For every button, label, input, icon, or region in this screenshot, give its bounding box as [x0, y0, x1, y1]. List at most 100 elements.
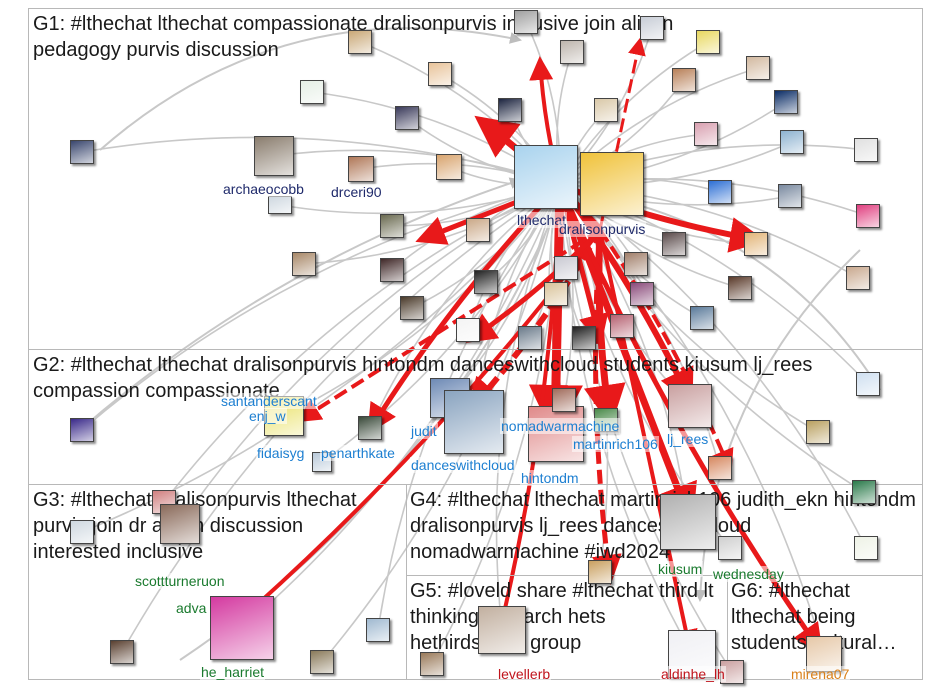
- avatar-node-63[interactable]: [310, 650, 334, 674]
- avatar-node-15[interactable]: [560, 40, 584, 64]
- gray-edge-sweep-a: [99, 27, 522, 151]
- gray-edge-60: [179, 184, 562, 525]
- avatar-node-40[interactable]: [456, 318, 480, 342]
- avatar-node-37[interactable]: [630, 282, 654, 306]
- label-santanderscant: santanderscant: [220, 393, 318, 409]
- avatar-node-34[interactable]: [554, 256, 578, 280]
- avatar-node-0[interactable]: [514, 145, 578, 209]
- label-wednesday: wednesday: [712, 566, 785, 582]
- avatar-node-70[interactable]: [478, 606, 526, 654]
- avatar-node-48[interactable]: [552, 388, 576, 412]
- avatar-node-6[interactable]: [300, 80, 324, 104]
- label-judith: judit: [410, 423, 438, 439]
- red-edge-18: [465, 228, 602, 343]
- label-hintondm: hintondm: [520, 470, 580, 486]
- avatar-node-28[interactable]: [728, 276, 752, 300]
- avatar-node-22[interactable]: [70, 140, 94, 164]
- avatar-node-39[interactable]: [400, 296, 424, 320]
- avatar-node-26[interactable]: [744, 232, 768, 256]
- label-kiusum: kiusum: [657, 561, 704, 577]
- group-panel-g5: G5: #loveld share #lthechat third lt thi…: [406, 575, 728, 680]
- gray-edge-73: [558, 183, 825, 655]
- label-he-harriet: he_harriet: [200, 664, 266, 680]
- avatar-node-7[interactable]: [395, 106, 419, 130]
- label-lthechat: lthechat: [516, 212, 568, 228]
- avatar-node-35[interactable]: [624, 252, 648, 276]
- label-lj-rees: lj_rees: [666, 431, 710, 447]
- avatar-node-60[interactable]: [160, 504, 200, 544]
- avatar-node-33[interactable]: [474, 270, 498, 294]
- avatar-node-18[interactable]: [774, 90, 798, 114]
- gray-edge-sweep-d: [79, 177, 522, 431]
- avatar-node-19[interactable]: [694, 122, 718, 146]
- group-title-g2: G2: #lthechat lthechat dralisonpurvis hi…: [33, 354, 813, 402]
- avatar-node-41[interactable]: [518, 326, 542, 350]
- label-nomadwarmachine: nomadwarmachine: [500, 418, 621, 434]
- avatar-node-5[interactable]: [436, 154, 462, 180]
- avatar-node-32[interactable]: [380, 258, 404, 282]
- avatar-node-1[interactable]: [580, 152, 644, 216]
- group-panel-g1: G1: #lthechat lthechat compassionate dra…: [28, 8, 923, 350]
- avatar-node-50[interactable]: [668, 384, 712, 428]
- group-title-g5: G5: #loveld share #lthechat third lt thi…: [410, 580, 714, 654]
- avatar-node-25[interactable]: [856, 204, 880, 228]
- gray-edge-sweep-b: [618, 196, 881, 391]
- group-title-g1: G1: #lthechat lthechat compassionate dra…: [33, 13, 674, 61]
- avatar-node-9[interactable]: [498, 98, 522, 122]
- avatar-node-30[interactable]: [466, 218, 490, 242]
- avatar-node-44[interactable]: [690, 306, 714, 330]
- avatar-node-24[interactable]: [778, 184, 802, 208]
- avatar-node-17[interactable]: [746, 56, 770, 80]
- avatar-node-10[interactable]: [514, 10, 538, 34]
- avatar-node-16[interactable]: [672, 68, 696, 92]
- avatar-node-21[interactable]: [854, 138, 878, 162]
- red-edge-4: [296, 228, 602, 423]
- label-drceri90: drceri90: [330, 184, 383, 200]
- label-levellerb: levellerb: [497, 666, 552, 682]
- avatar-node-54[interactable]: [70, 418, 94, 442]
- avatar-node-62[interactable]: [110, 640, 134, 664]
- avatar-node-65[interactable]: [660, 494, 716, 550]
- avatar-node-14[interactable]: [348, 30, 372, 54]
- group-panel-g2: G2: #lthechat lthechat dralisonpurvis hi…: [28, 349, 923, 485]
- label-aldinhe-lh: aldinhe_lh: [660, 666, 726, 682]
- avatar-node-69[interactable]: [854, 536, 878, 560]
- avatar-node-11[interactable]: [594, 98, 618, 122]
- avatar-node-8[interactable]: [428, 62, 452, 86]
- avatar-node-13[interactable]: [696, 30, 720, 54]
- avatar-node-36[interactable]: [662, 232, 686, 256]
- avatar-node-59[interactable]: [70, 520, 94, 544]
- label-danceswithcloud: danceswithcloud: [410, 457, 516, 473]
- avatar-node-47[interactable]: [528, 406, 584, 462]
- gray-edge-58: [163, 184, 562, 503]
- avatar-node-57[interactable]: [708, 456, 732, 480]
- avatar-node-2[interactable]: [254, 136, 294, 176]
- label-martinrich106: martinrich106: [572, 436, 659, 452]
- avatar-node-61[interactable]: [210, 596, 274, 660]
- avatar-node-23[interactable]: [708, 180, 732, 204]
- avatar-node-68[interactable]: [852, 480, 876, 504]
- avatar-node-4[interactable]: [348, 156, 374, 182]
- avatar-node-31[interactable]: [292, 252, 316, 276]
- avatar-node-55[interactable]: [856, 372, 880, 396]
- avatar-node-42[interactable]: [572, 326, 596, 350]
- avatar-node-67[interactable]: [588, 560, 612, 584]
- avatar-node-27[interactable]: [846, 266, 870, 290]
- avatar-node-43[interactable]: [610, 314, 634, 338]
- label-adva: adva: [175, 600, 208, 616]
- avatar-node-12[interactable]: [640, 16, 664, 40]
- avatar-node-20[interactable]: [780, 130, 804, 154]
- avatar-node-46[interactable]: [444, 390, 504, 454]
- avatar-node-52[interactable]: [358, 416, 382, 440]
- label-penarthkate: penarthkate: [320, 445, 396, 461]
- avatar-node-3[interactable]: [268, 196, 292, 214]
- avatar-node-71[interactable]: [420, 652, 444, 676]
- avatar-node-38[interactable]: [544, 282, 568, 306]
- label-enj: enj_w: [248, 408, 287, 424]
- avatar-node-29[interactable]: [380, 214, 404, 238]
- avatar-node-64[interactable]: [366, 618, 390, 642]
- label-mirena07: mirena07: [790, 666, 851, 682]
- avatar-node-56[interactable]: [806, 420, 830, 444]
- avatar-node-66[interactable]: [718, 536, 742, 560]
- gray-edge-22: [81, 136, 562, 188]
